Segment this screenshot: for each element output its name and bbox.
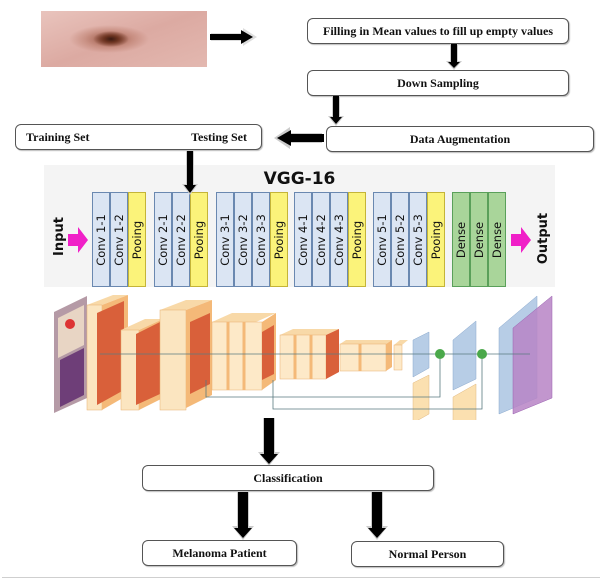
fc-layer-sheet bbox=[452, 383, 477, 420]
pooling-layer: Pooing bbox=[190, 192, 208, 287]
conv-layer: Conv 4-1 bbox=[294, 192, 312, 287]
conv-block-3d bbox=[159, 300, 212, 411]
arrow-left-icon bbox=[274, 127, 324, 149]
conv-layer: Conv 2-2 bbox=[172, 192, 190, 287]
pooling-layer: Pooing bbox=[128, 192, 146, 287]
softmax-layer-sheet bbox=[512, 295, 553, 415]
skip-connection bbox=[205, 359, 441, 398]
arrow-down-icon bbox=[232, 492, 254, 540]
dense-layer: Dense bbox=[452, 192, 470, 287]
pooling-layer: Pooing bbox=[348, 192, 366, 287]
dense-layer: Dense bbox=[470, 192, 488, 287]
normal-label: Normal Person bbox=[388, 546, 467, 561]
pooling-layer: Pooing bbox=[427, 192, 445, 287]
output-label: Output bbox=[536, 212, 552, 265]
arrow-down-icon bbox=[328, 96, 344, 126]
conv-layer: Conv 5-3 bbox=[409, 192, 427, 287]
sum-node bbox=[435, 349, 445, 359]
down-sampling-label: Down Sampling bbox=[397, 75, 479, 90]
vgg16-diagram: VGG-16 Input Conv 1-1 Conv 1-2 Pooing Co… bbox=[44, 165, 555, 287]
skin-lesion-image bbox=[41, 11, 207, 67]
cnn-architecture-illustration bbox=[54, 295, 553, 420]
data-augmentation-box: Data Augmentation bbox=[326, 126, 594, 152]
output-arrow-icon bbox=[511, 227, 531, 258]
fc-layer-sheet bbox=[412, 331, 430, 378]
melanoma-patient-box: Melanoma Patient bbox=[142, 540, 297, 566]
fc-block-3d bbox=[393, 340, 408, 371]
pooling-layer: Pooing bbox=[270, 192, 288, 287]
conv-layer: Conv 1-2 bbox=[110, 192, 128, 287]
conv-layer: Conv 5-2 bbox=[391, 192, 409, 287]
conv-block-3d bbox=[211, 313, 276, 391]
arrow-right-icon bbox=[209, 28, 259, 46]
classification-label: Classification bbox=[253, 470, 323, 485]
data-augmentation-label: Data Augmentation bbox=[409, 131, 511, 146]
classification-box: Classification bbox=[142, 465, 434, 491]
filling-label: Filling in Mean values to fill up empty … bbox=[322, 23, 553, 38]
conv-layer: Conv 4-3 bbox=[330, 192, 348, 287]
arrow-down-icon bbox=[258, 418, 280, 466]
input-label: Input bbox=[51, 217, 67, 256]
skip-connection bbox=[272, 359, 483, 410]
down-sampling-box: Down Sampling bbox=[307, 70, 569, 96]
vgg16-title: VGG-16 bbox=[263, 169, 336, 189]
arrow-down-icon bbox=[366, 492, 388, 540]
fc-layer-sheet bbox=[452, 320, 477, 391]
bottom-divider bbox=[2, 577, 600, 578]
normal-person-box: Normal Person bbox=[351, 541, 504, 567]
conv-layer: Conv 3-3 bbox=[252, 192, 270, 287]
dense-layer: Dense bbox=[488, 192, 506, 287]
input-arrow-icon bbox=[68, 227, 88, 258]
input-photo bbox=[54, 296, 87, 413]
conv-layer: Conv 4-2 bbox=[312, 192, 330, 287]
fc-layer-sheet bbox=[412, 374, 430, 420]
training-set-label: Training Set bbox=[26, 129, 90, 144]
conv-layer: Conv 3-2 bbox=[234, 192, 252, 287]
arrow-down-icon bbox=[446, 44, 462, 70]
conv-block-3d bbox=[120, 319, 163, 411]
arrow-down-icon bbox=[182, 151, 198, 195]
filling-mean-values-box: Filling in Mean values to fill up empty … bbox=[307, 18, 569, 44]
conv-layer: Conv 1-1 bbox=[92, 192, 110, 287]
conv-layer: Conv 5-1 bbox=[373, 192, 391, 287]
conv-layer: Conv 2-1 bbox=[154, 192, 172, 287]
conv-layer: Conv 3-1 bbox=[216, 192, 234, 287]
testing-set-label: Testing Set bbox=[191, 129, 247, 144]
fc-block-3d bbox=[339, 340, 392, 372]
melanoma-label: Melanoma Patient bbox=[172, 545, 267, 560]
train-test-split-box: Training Set Testing Set bbox=[15, 124, 262, 150]
sum-node bbox=[477, 349, 487, 359]
